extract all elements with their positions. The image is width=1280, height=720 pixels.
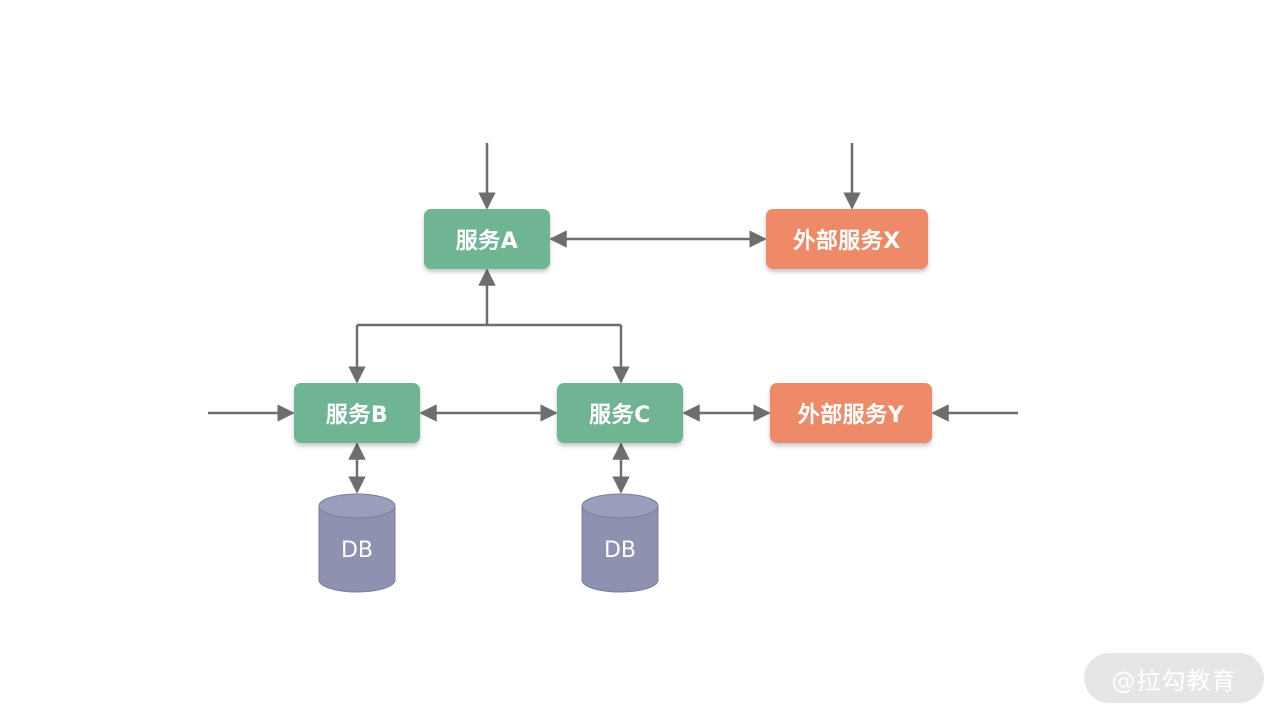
external-x-node: 外部服务X xyxy=(766,209,928,269)
database-b: DB xyxy=(318,492,396,594)
external-y-label: 外部服务Y xyxy=(797,403,905,428)
database-c: DB xyxy=(581,492,659,594)
database-cylinder-icon xyxy=(581,493,659,593)
database-b-label: DB xyxy=(340,538,374,563)
service-c-label: 服务C xyxy=(589,403,651,428)
database-c-label: DB xyxy=(603,538,637,563)
external-y-node: 外部服务Y xyxy=(770,383,932,443)
database-cylinder-icon xyxy=(318,493,396,593)
service-a-label: 服务A xyxy=(455,229,519,254)
service-c-node: 服务C xyxy=(557,383,683,443)
service-b-label: 服务B xyxy=(325,403,389,428)
watermark-badge: @拉勾教育 xyxy=(1084,653,1264,703)
external-x-label: 外部服务X xyxy=(793,229,901,254)
service-a-node: 服务A xyxy=(424,209,550,269)
service-b-node: 服务B xyxy=(294,383,420,443)
